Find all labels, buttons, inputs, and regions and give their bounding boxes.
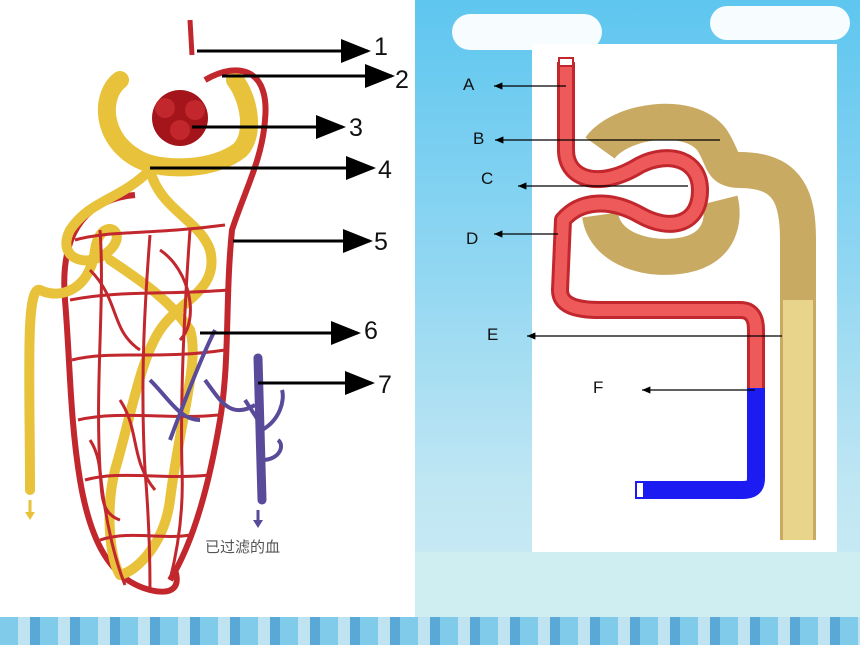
label-7: 7 <box>378 371 392 399</box>
label-6: 6 <box>364 317 378 345</box>
label-e: E <box>487 325 498 344</box>
decorative-border <box>0 617 860 645</box>
numeric-pointers <box>150 39 395 395</box>
background-cloud <box>710 6 850 40</box>
label-b: B <box>473 129 484 148</box>
label-a: A <box>463 75 475 94</box>
label-4: 4 <box>378 156 392 184</box>
right-nephron-schematic <box>551 57 816 540</box>
label-c: C <box>481 169 493 188</box>
label-1: 1 <box>374 33 388 61</box>
left-image-panel <box>0 0 415 617</box>
label-2: 2 <box>395 66 409 94</box>
label-3: 3 <box>349 114 363 142</box>
background-ground <box>415 552 860 617</box>
label-d: D <box>466 229 478 248</box>
left-nephron-illustration <box>24 19 285 595</box>
label-5: 5 <box>374 228 388 256</box>
letter-pointers <box>494 82 782 394</box>
filtered-blood-caption: 已过滤的血 <box>205 539 280 556</box>
label-f: F <box>593 378 603 397</box>
